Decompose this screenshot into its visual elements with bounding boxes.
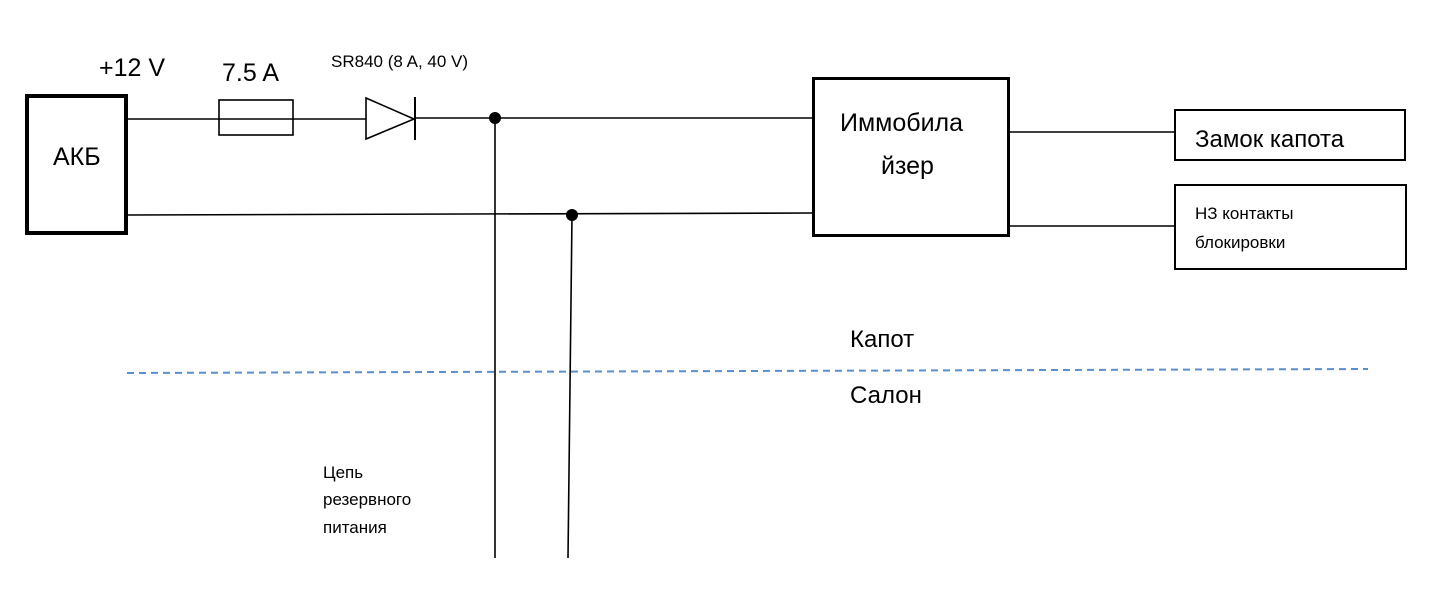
immobilizer-block: Иммобила йзер — [812, 77, 1010, 237]
backup-circuit-label-line-3: питания — [323, 518, 387, 537]
hood-lock-label: Замок капота — [1195, 126, 1345, 153]
junction-dot-ground — [566, 209, 578, 221]
nc-contacts-label-line-2: блокировки — [1195, 233, 1286, 252]
hood-lock-block: Замок капота — [1174, 109, 1406, 161]
fuse-symbol — [218, 99, 294, 136]
diode-symbol — [365, 96, 417, 141]
backup-circuit-label-line-2: резервного — [323, 490, 412, 509]
battery-label: АКБ — [53, 143, 101, 171]
immobilizer-label-line-1: Иммобила — [840, 109, 964, 137]
nc-contacts-label-line-1: НЗ контакты — [1195, 204, 1294, 223]
supply-voltage-label: +12 V — [99, 54, 166, 82]
battery-block: АКБ — [25, 94, 128, 235]
zone-hood-label: Капот — [850, 326, 915, 353]
nc-contacts-block: НЗ контакты блокировки — [1174, 184, 1407, 270]
fuse-rating-label: 7.5 A — [222, 59, 279, 87]
backup-ground-wire — [567, 214, 573, 559]
immobilizer-label-line-2: йзер — [881, 152, 934, 180]
diode-part-label: SR840 (8 A, 40 V) — [331, 52, 469, 71]
junction-dot-positive — [489, 112, 501, 124]
ground-wire — [126, 212, 813, 216]
hood-cabin-divider — [126, 368, 1369, 374]
backup-circuit-label-line-1: Цепь — [323, 463, 364, 482]
zone-cabin-label: Салон — [850, 382, 922, 409]
